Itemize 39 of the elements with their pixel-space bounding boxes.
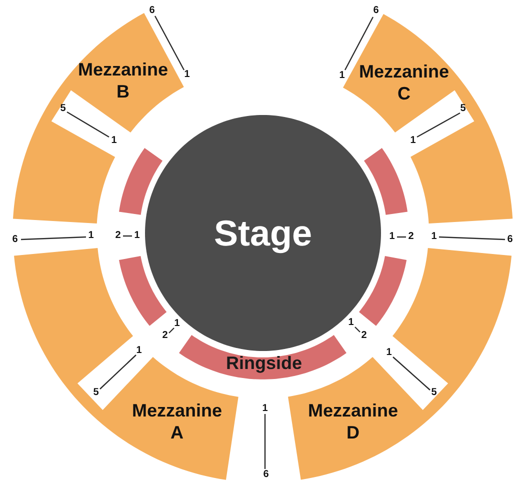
row-number: 1 [136, 346, 142, 356]
row-number: 6 [507, 235, 513, 245]
section-label: Mezzanine C [358, 61, 449, 105]
row-number: 6 [149, 6, 155, 16]
stage-label: Stage [214, 211, 312, 255]
seating-section [13, 12, 184, 224]
row-number: 5 [93, 388, 99, 398]
row-number: 5 [60, 104, 66, 114]
row-number: 6 [12, 235, 18, 245]
row-number: 5 [460, 104, 466, 114]
row-number: 1 [410, 136, 416, 146]
row-number: 1 [339, 71, 345, 81]
row-number: 2 [361, 331, 367, 341]
ringside-section [358, 256, 407, 326]
row-number: 1 [88, 231, 94, 241]
seating-section [342, 14, 513, 224]
row-number: 1 [174, 319, 180, 329]
row-number: 1 [111, 136, 117, 146]
section-label: Mezzanine B [78, 59, 168, 103]
ringside-section [179, 334, 347, 379]
row-number: 1 [389, 232, 395, 242]
ringside-section [364, 148, 408, 216]
section-label: Mezzanine A [132, 400, 222, 444]
row-number: 1 [134, 231, 140, 241]
section-label: Mezzanine D [308, 400, 398, 444]
ringside-section [119, 256, 168, 326]
row-number: 1 [431, 232, 437, 242]
ringside-section [118, 148, 162, 216]
row-number: 1 [262, 404, 268, 414]
row-number: 6 [373, 6, 379, 16]
row-number: 1 [184, 70, 190, 80]
row-number: 2 [115, 231, 121, 241]
row-number: 1 [386, 348, 392, 358]
row-number: 6 [263, 470, 269, 480]
row-number: 1 [348, 318, 354, 328]
row-number: 5 [431, 388, 437, 398]
section-label: Ringside [226, 353, 302, 375]
row-number: 2 [162, 331, 168, 341]
row-number: 2 [408, 232, 414, 242]
